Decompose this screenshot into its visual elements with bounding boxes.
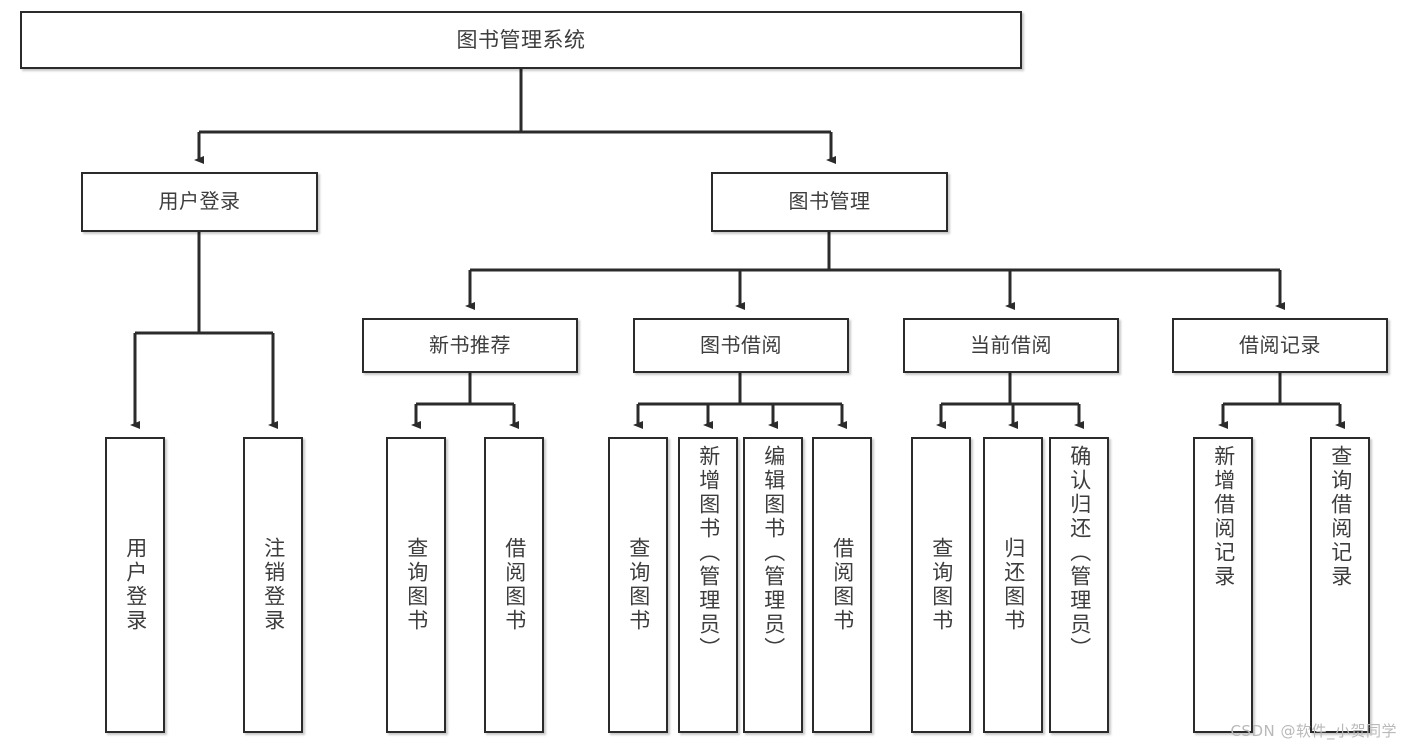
- node-user-login[interactable]: 用户登录: [81, 172, 318, 232]
- node-leaf-user-login[interactable]: 用户登录: [105, 437, 165, 733]
- node-leaf-edit-book-label: 编辑图书（管理员）: [761, 445, 786, 661]
- node-leaf-query-book-3-label: 查询图书: [929, 537, 954, 633]
- node-leaf-query-book-2-label: 查询图书: [626, 537, 651, 633]
- node-leaf-add-record-label: 新增借阅记录: [1211, 445, 1236, 589]
- node-leaf-add-book-label: 新增图书（管理员）: [696, 445, 721, 661]
- node-leaf-add-record[interactable]: 新增借阅记录: [1193, 437, 1253, 733]
- node-leaf-confirm-return-label: 确认归还（管理员）: [1067, 445, 1092, 661]
- node-leaf-borrow-book-2-label: 借阅图书: [830, 537, 855, 633]
- node-leaf-query-book-1[interactable]: 查询图书: [386, 437, 446, 733]
- node-new-book-rec-label: 新书推荐: [429, 332, 511, 357]
- node-leaf-query-book-1-label: 查询图书: [404, 537, 429, 633]
- node-leaf-edit-book[interactable]: 编辑图书（管理员）: [743, 437, 803, 733]
- node-leaf-return-book[interactable]: 归还图书: [983, 437, 1043, 733]
- node-book-manage-label: 图书管理: [788, 189, 871, 214]
- node-leaf-borrow-book-2[interactable]: 借阅图书: [812, 437, 872, 733]
- node-leaf-query-record-label: 查询借阅记录: [1328, 445, 1353, 589]
- node-root[interactable]: 图书管理系统: [20, 11, 1022, 69]
- node-borrow-record[interactable]: 借阅记录: [1172, 318, 1388, 373]
- node-current-borrow[interactable]: 当前借阅: [903, 318, 1119, 373]
- node-leaf-return-book-label: 归还图书: [1001, 537, 1026, 633]
- csdn-watermark: CSDN @软件_小贺同学: [1230, 722, 1397, 740]
- node-user-login-label: 用户登录: [158, 189, 241, 214]
- node-book-manage[interactable]: 图书管理: [711, 172, 948, 232]
- node-leaf-user-login-label: 用户登录: [123, 537, 148, 633]
- node-leaf-query-record[interactable]: 查询借阅记录: [1310, 437, 1370, 733]
- node-leaf-borrow-book-1-label: 借阅图书: [502, 537, 527, 633]
- node-current-borrow-label: 当前借阅: [970, 332, 1052, 357]
- node-leaf-logout-label: 注销登录: [261, 537, 286, 633]
- node-book-borrow[interactable]: 图书借阅: [633, 318, 849, 373]
- node-leaf-logout[interactable]: 注销登录: [243, 437, 303, 733]
- node-new-book-rec[interactable]: 新书推荐: [362, 318, 578, 373]
- node-leaf-add-book[interactable]: 新增图书（管理员）: [678, 437, 738, 733]
- node-leaf-query-book-3[interactable]: 查询图书: [911, 437, 971, 733]
- node-leaf-query-book-2[interactable]: 查询图书: [608, 437, 668, 733]
- node-leaf-confirm-return[interactable]: 确认归还（管理员）: [1049, 437, 1109, 733]
- node-root-label: 图书管理系统: [456, 27, 586, 52]
- node-borrow-record-label: 借阅记录: [1239, 332, 1321, 357]
- node-book-borrow-label: 图书借阅: [700, 332, 782, 357]
- node-leaf-borrow-book-1[interactable]: 借阅图书: [484, 437, 544, 733]
